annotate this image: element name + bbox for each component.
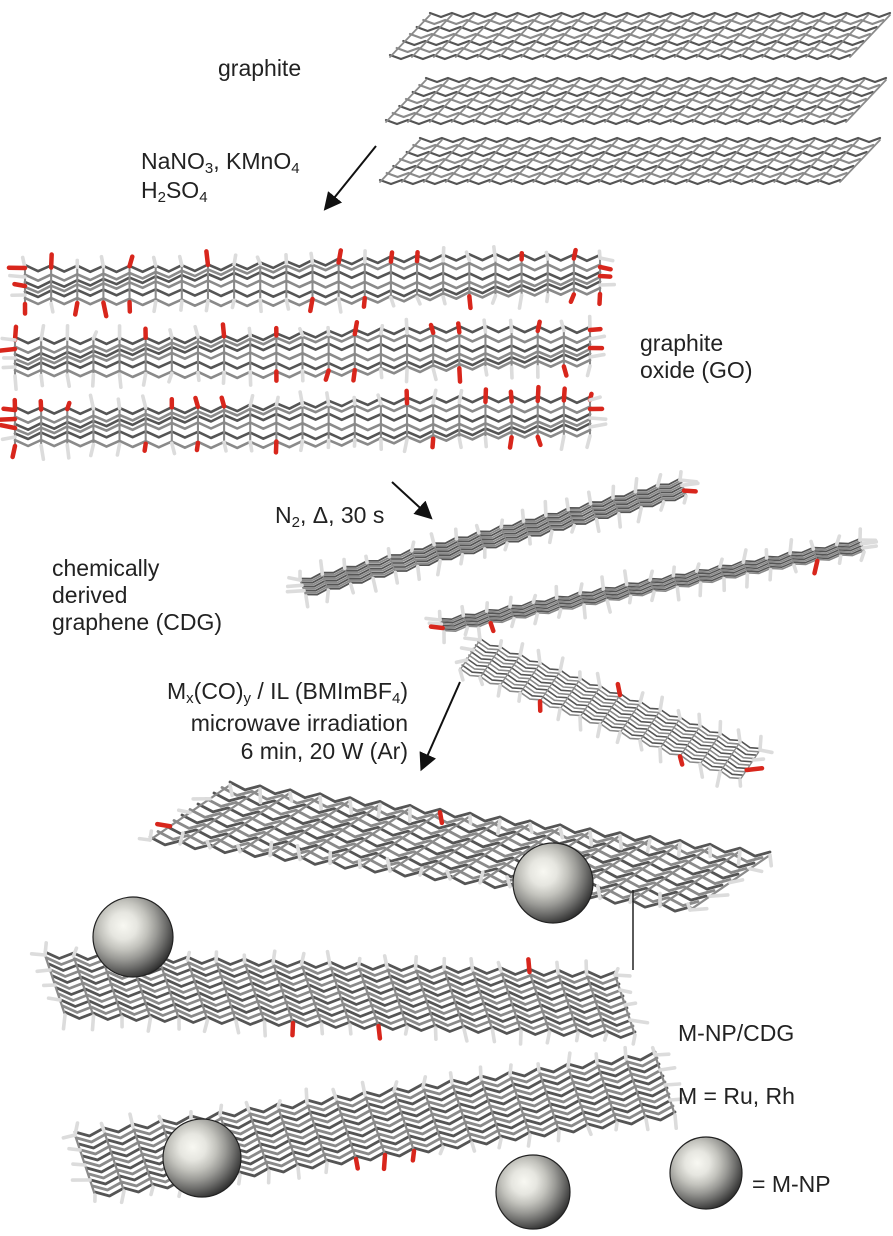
label-cdg-1: chemically	[52, 555, 159, 582]
label-microwave-conditions: microwave irradiation	[108, 710, 408, 737]
label-legend-mnp: = M-NP	[752, 1171, 831, 1198]
metal-nanoparticle	[93, 897, 173, 977]
graphite-layer	[380, 138, 880, 184]
label-thermal-conditions: N2, Δ, 30 s	[275, 502, 384, 529]
arrow-thermal-reduction	[392, 482, 430, 517]
label-cdg-3: graphene (CDG)	[52, 609, 222, 636]
metal-nanoparticle	[163, 1119, 241, 1197]
label-metals: M = Ru, Rh	[678, 1083, 795, 1110]
go-layer	[9, 247, 614, 316]
cdg-sheet-3	[456, 628, 771, 786]
graphite-oxide-stack	[0, 247, 614, 459]
go-layer	[0, 387, 605, 459]
graphite-layer	[390, 13, 890, 59]
product-sheet-3	[63, 1048, 686, 1203]
legend-nanoparticle-icon	[670, 1137, 742, 1209]
arrow-oxidation	[326, 146, 376, 208]
label-microwave-time-power: 6 min, 20 W (Ar)	[108, 738, 408, 765]
go-layer	[0, 317, 604, 390]
metal-nanoparticle	[496, 1155, 570, 1229]
label-go-1: graphite	[640, 330, 723, 357]
nanoparticles	[93, 843, 742, 1229]
graphite-stack	[380, 13, 890, 184]
label-oxidation-reagents-2: H2SO4	[141, 177, 208, 204]
label-go-2: oxide (GO)	[640, 357, 752, 384]
arrow-microwave	[422, 682, 460, 768]
metal-nanoparticle	[513, 843, 593, 923]
label-graphite: graphite	[218, 55, 301, 82]
label-oxidation-reagents-1: NaNO3, KMnO4	[141, 148, 300, 175]
label-microwave-reagents: Mx(CO)y / IL (BMImBF4)	[108, 678, 408, 705]
label-product: M-NP/CDG	[678, 1020, 794, 1047]
product-sheet-1	[139, 782, 771, 911]
label-cdg-2: derived	[52, 582, 127, 609]
graphite-layer	[386, 78, 886, 124]
mnp-cdg-sheets	[32, 782, 772, 1202]
